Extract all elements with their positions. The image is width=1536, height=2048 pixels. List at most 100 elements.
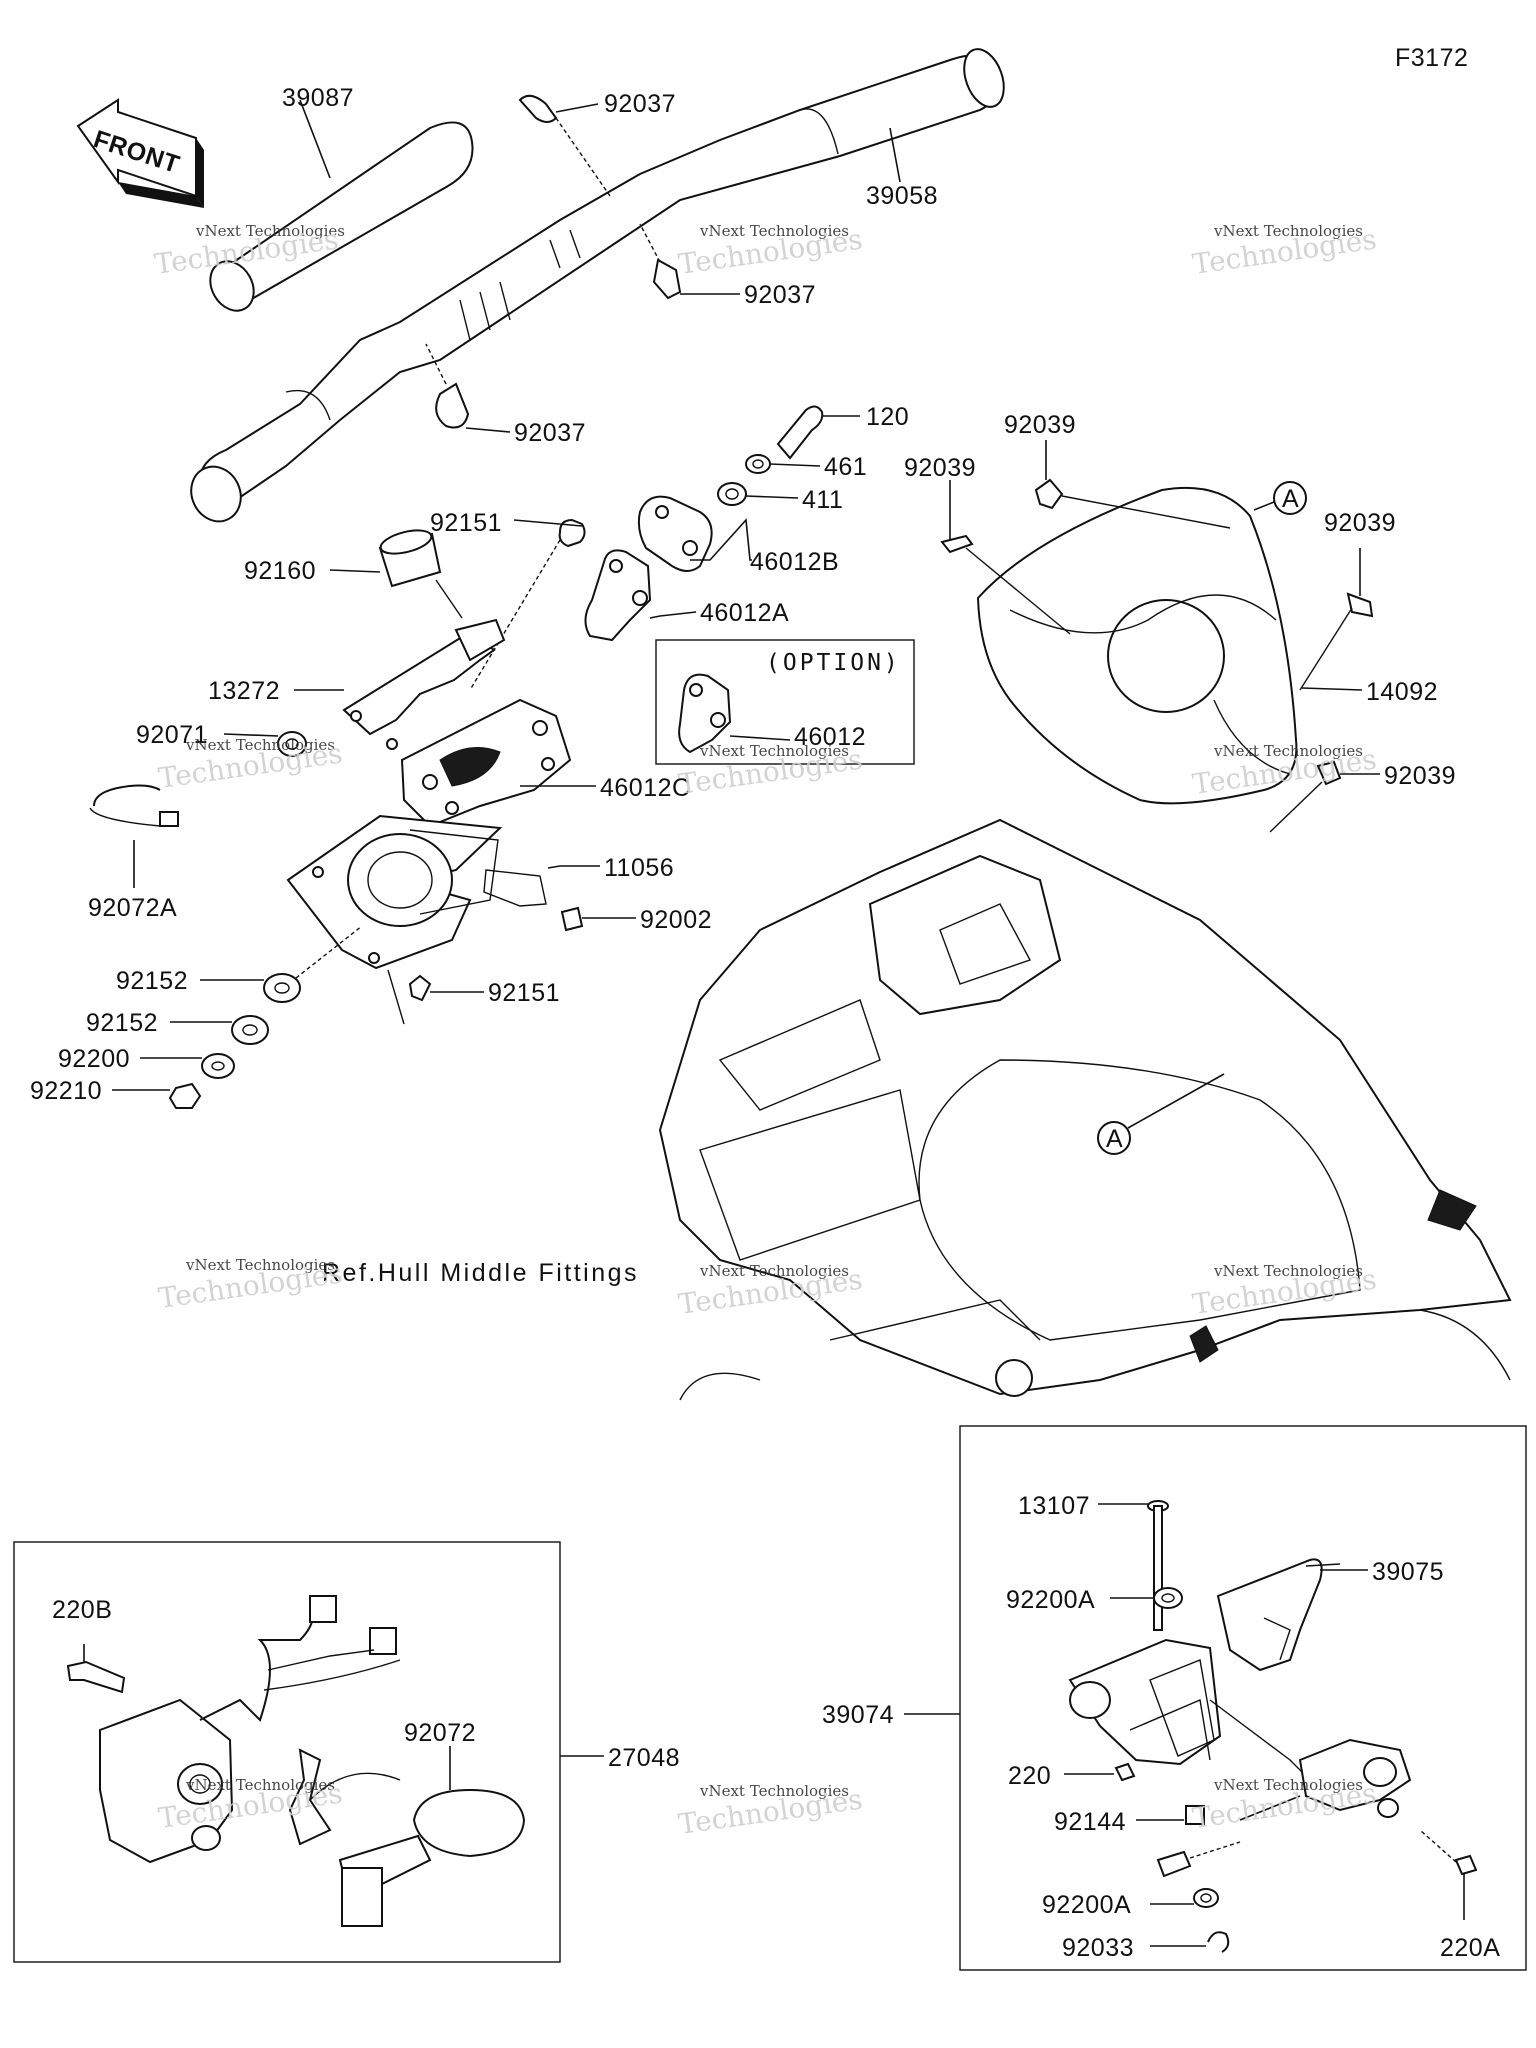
label-92144: 92144	[1054, 1808, 1126, 1836]
svg-text:vNext Technologies: vNext Technologies	[699, 1262, 849, 1280]
screw-220	[1064, 1762, 1136, 1782]
bracket-11056	[483, 865, 600, 907]
bolt-120	[776, 405, 860, 460]
label-120: 120	[866, 403, 909, 431]
label-92072: 92072	[404, 1719, 476, 1747]
label-92152-a: 92152	[116, 967, 188, 995]
label-220B: 220B	[52, 1596, 112, 1624]
switch-27048	[83, 1595, 401, 1864]
label-92039-b: 92039	[904, 454, 976, 482]
svg-text:vNext Technologies: vNext Technologies	[1213, 1776, 1363, 1794]
label-411: 411	[802, 486, 843, 514]
hull-middle-fittings: A	[658, 818, 1512, 1401]
label-92200: 92200	[58, 1045, 130, 1073]
label-46012B: 46012B	[750, 548, 839, 576]
label-92037-mid: 92037	[744, 281, 816, 309]
label-220A: 220A	[1440, 1934, 1500, 1962]
clamp-46012B	[637, 495, 752, 572]
washer-411	[717, 482, 799, 506]
handlebar	[190, 48, 1005, 523]
svg-text:vNext Technologies: vNext Technologies	[1213, 742, 1363, 760]
washer-92200	[140, 1053, 235, 1079]
label-461: 461	[824, 453, 867, 481]
bushing-92160	[329, 529, 463, 619]
eclip-92033	[1150, 1931, 1230, 1953]
label-92160: 92160	[244, 557, 316, 585]
option-box	[655, 639, 915, 765]
spring-92144	[1136, 1805, 1205, 1825]
label-92151-top: 92151	[430, 509, 502, 537]
screw-220A	[1419, 1829, 1478, 1920]
box-39074	[959, 1425, 1527, 1971]
option-label: (OPTION)	[766, 650, 901, 676]
washer-461	[745, 454, 821, 474]
clip-92039-a	[1034, 440, 1231, 529]
band-92072	[338, 1746, 526, 1927]
clip-92037-low	[425, 343, 511, 433]
nut-92210	[112, 1082, 202, 1109]
svg-text:vNext Technologies: vNext Technologies	[195, 222, 345, 240]
label-92033: 92033	[1062, 1934, 1134, 1962]
pin-with-sleeve	[1156, 1841, 1241, 1878]
label-14092: 14092	[1366, 678, 1438, 706]
svg-text:vNext Technologies: vNext Technologies	[185, 1256, 335, 1274]
grommet-92071	[223, 731, 307, 757]
label-11056: 11056	[604, 854, 674, 882]
label-13272: 13272	[208, 677, 280, 705]
callout-a-hull: A	[1106, 1125, 1123, 1153]
leader-39087	[299, 99, 331, 179]
clamp-46012A	[584, 549, 697, 642]
label-27048: 27048	[608, 1744, 680, 1772]
label-92152-b: 92152	[86, 1009, 158, 1037]
bolt-92151-low	[387, 969, 484, 1025]
washer-92152-a	[200, 925, 363, 1003]
label-92151-low: 92151	[488, 979, 560, 1007]
clip-92039-b	[940, 480, 1071, 635]
reference-note: Ref.Hull Middle Fittings	[322, 1259, 639, 1287]
svg-text:vNext Technologies: vNext Technologies	[699, 1782, 849, 1800]
svg-text:vNext Technologies: vNext Technologies	[185, 736, 335, 754]
svg-text:vNext Technologies: vNext Technologies	[699, 222, 849, 240]
label-92071: 92071	[136, 721, 208, 749]
label-39074: 39074	[822, 1701, 894, 1729]
svg-text:vNext Technologies: vNext Technologies	[185, 1776, 335, 1794]
label-92002: 92002	[640, 906, 712, 934]
label-92200A-b: 92200A	[1042, 1891, 1131, 1919]
label-13107: 13107	[1018, 1492, 1090, 1520]
label-92200A-a: 92200A	[1006, 1586, 1095, 1614]
label-46012: 46012	[794, 723, 866, 751]
label-92037-top: 92037	[604, 90, 676, 118]
bolt-92002	[560, 906, 636, 932]
label-92039-c: 92039	[1324, 509, 1396, 537]
box-27048	[13, 1541, 561, 1963]
bolt-92151-top	[469, 518, 586, 691]
clamp-46012-option	[678, 673, 791, 754]
washer-92200A-b	[1150, 1888, 1219, 1908]
label-92039-a: 92039	[1004, 411, 1076, 439]
label-92037-low: 92037	[514, 419, 586, 447]
svg-text:vNext Technologies: vNext Technologies	[699, 742, 849, 760]
clip-92037-top	[518, 94, 611, 197]
band-92072A	[89, 784, 179, 888]
washer-92152-b	[170, 1015, 269, 1045]
label-220: 220	[1008, 1762, 1051, 1790]
lever-39075	[1216, 1558, 1368, 1672]
screw-220B	[66, 1660, 126, 1694]
handlebar-pad	[209, 121, 474, 312]
washer-92200A-a	[1110, 1587, 1183, 1609]
callout-a-top: A	[1282, 485, 1299, 513]
front-arrow-icon: FRONT	[76, 98, 204, 208]
clip-92039-d	[1269, 760, 1380, 833]
svg-text:vNext Technologies: vNext Technologies	[1213, 222, 1363, 240]
clip-92039-c	[1299, 548, 1374, 691]
label-92210: 92210	[30, 1077, 102, 1105]
label-39075: 39075	[1372, 1558, 1444, 1586]
pin-13107	[1098, 1500, 1169, 1631]
label-92039-d: 92039	[1384, 762, 1456, 790]
svg-text:vNext Technologies: vNext Technologies	[1213, 1262, 1363, 1280]
clip-92037-mid	[639, 223, 740, 300]
label-39058: 39058	[866, 182, 938, 210]
label-46012A: 46012A	[700, 599, 789, 627]
throttle-body-39074	[1068, 1638, 1412, 1821]
